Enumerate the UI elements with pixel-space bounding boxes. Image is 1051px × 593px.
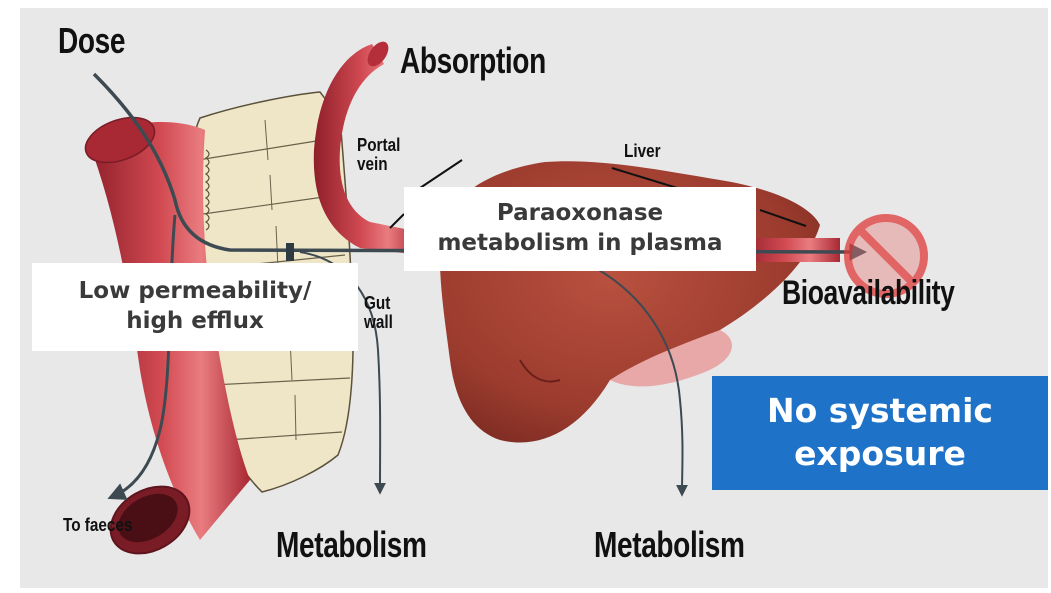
plasma-metabolism-callout: Paraoxonase metabolism in plasma <box>404 187 756 271</box>
permeability-callout-line1: Low permeability/ <box>32 277 358 307</box>
portal-vein-label-line2: vein <box>357 155 400 174</box>
dose-label: Dose <box>58 22 125 60</box>
gut-wall-label: Gut wall <box>364 294 393 332</box>
permeability-callout-line2: high efflux <box>32 307 358 337</box>
liver-label: Liver <box>624 142 661 161</box>
permeability-callout: Low permeability/ high efflux <box>32 263 358 351</box>
gut-wall-label-line2: wall <box>364 313 393 332</box>
absorption-label: Absorption <box>400 42 546 80</box>
metabolism-liver-label: Metabolism <box>594 526 745 564</box>
to-faeces-label: To faeces <box>63 516 132 535</box>
exposure-callout-line1: No systemic <box>712 390 1048 433</box>
plasma-callout-line2: metabolism in plasma <box>404 229 756 259</box>
no-systemic-exposure-callout: No systemic exposure <box>712 376 1048 490</box>
portal-vein-label-line1: Portal <box>357 136 400 155</box>
exposure-callout-line2: exposure <box>712 433 1048 476</box>
portal-vein-label: Portal vein <box>357 136 400 174</box>
bioavailability-label: Bioavailability <box>782 276 954 312</box>
gut-wall-label-line1: Gut <box>364 294 393 313</box>
plasma-callout-line1: Paraoxonase <box>404 199 756 229</box>
metabolism-gut-label: Metabolism <box>276 526 427 564</box>
